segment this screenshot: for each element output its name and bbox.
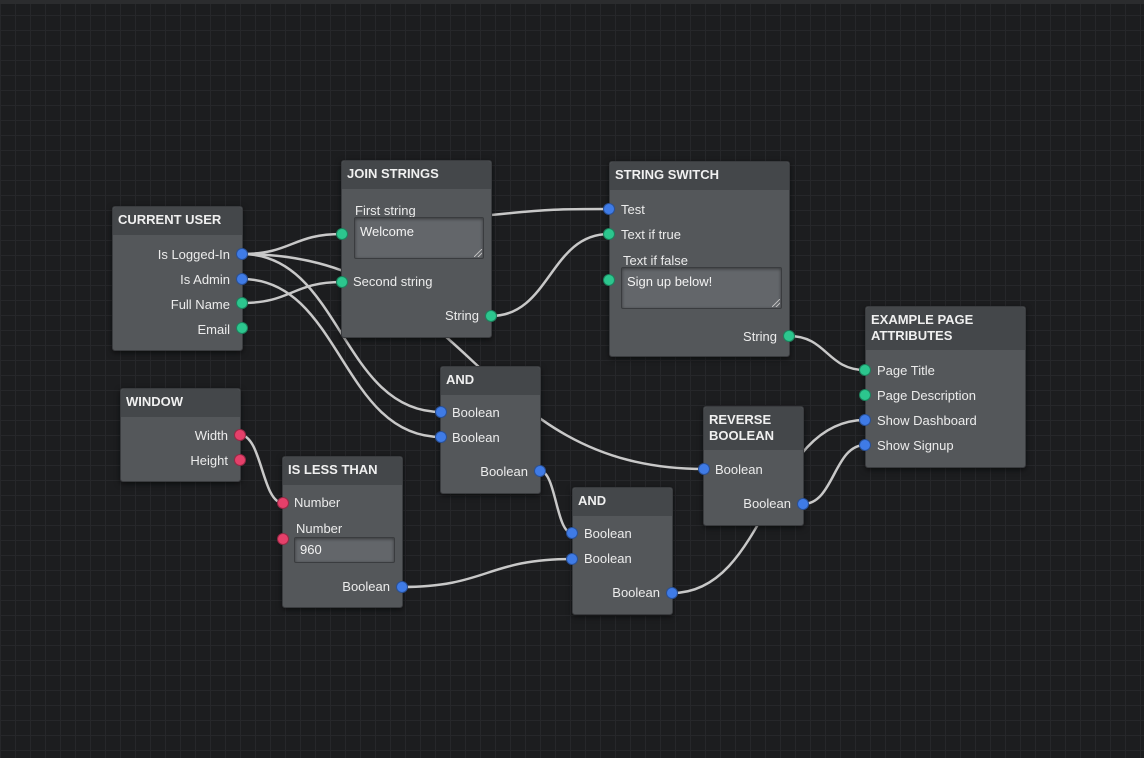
port-height[interactable] bbox=[234, 454, 246, 466]
input-label-show-dashboard: Show Dashboard bbox=[877, 413, 977, 428]
port-test[interactable] bbox=[603, 203, 615, 215]
wire-reverse-to-show-signup bbox=[801, 443, 867, 506]
wire-join-output-to-switch-true bbox=[489, 232, 611, 318]
node-title-line-2: ATTRIBUTES bbox=[871, 328, 953, 343]
output-label-email: Email bbox=[197, 322, 230, 337]
output-label-string: String bbox=[743, 329, 777, 344]
first-string-field[interactable]: Welcome bbox=[354, 217, 484, 259]
node-window[interactable]: WINDOW Width Height bbox=[120, 388, 241, 482]
input-label-test: Test bbox=[621, 202, 645, 217]
wire-less-than-to-and2 bbox=[400, 557, 574, 589]
node-and-2[interactable]: AND Boolean Boolean Boolean bbox=[572, 487, 673, 615]
output-label-width: Width bbox=[194, 428, 228, 443]
node-join-strings[interactable]: JOIN STRINGS First string Welcome Second… bbox=[341, 160, 492, 338]
text-if-false-field[interactable]: Sign up below! bbox=[621, 267, 782, 309]
node-title: STRING SWITCH bbox=[610, 162, 789, 190]
input-label-boolean: Boolean bbox=[715, 462, 763, 477]
output-label-full-name: Full Name bbox=[170, 297, 230, 312]
output-label-boolean: Boolean bbox=[743, 496, 791, 511]
input-label-text-if-true: Text if true bbox=[621, 227, 681, 242]
node-title: CURRENT USER bbox=[113, 207, 242, 235]
input-label-boolean-1: Boolean bbox=[452, 405, 500, 420]
port-first-string[interactable] bbox=[336, 228, 348, 240]
port-text-if-true[interactable] bbox=[603, 228, 615, 240]
node-example-page-attributes[interactable]: EXAMPLE PAGE ATTRIBUTES Page Title Page … bbox=[865, 306, 1026, 468]
port-second-string[interactable] bbox=[336, 276, 348, 288]
node-title: JOIN STRINGS bbox=[342, 161, 491, 189]
port-width[interactable] bbox=[234, 429, 246, 441]
port-show-signup[interactable] bbox=[859, 439, 871, 451]
port-page-description[interactable] bbox=[859, 389, 871, 401]
node-title: AND bbox=[441, 367, 540, 395]
node-title: EXAMPLE PAGE ATTRIBUTES bbox=[866, 307, 1025, 350]
input-label-boolean-2: Boolean bbox=[452, 430, 500, 445]
node-title-line-1: REVERSE bbox=[709, 412, 772, 427]
input-label-show-signup: Show Signup bbox=[877, 438, 954, 453]
wire-width-to-less-than bbox=[238, 433, 285, 505]
port-is-admin[interactable] bbox=[236, 273, 248, 285]
port-email[interactable] bbox=[236, 322, 248, 334]
input-label-number-1: Number bbox=[294, 495, 341, 510]
node-and-1[interactable]: AND Boolean Boolean Boolean bbox=[440, 366, 541, 494]
port-reverse-input[interactable] bbox=[698, 463, 710, 475]
port-switch-output[interactable] bbox=[783, 330, 795, 342]
input-label-boolean-2: Boolean bbox=[584, 551, 632, 566]
node-title: WINDOW bbox=[121, 389, 240, 417]
port-number-2[interactable] bbox=[277, 533, 289, 545]
output-label-boolean: Boolean bbox=[342, 579, 390, 594]
output-label-boolean: Boolean bbox=[612, 585, 660, 600]
input-label-second-string: Second string bbox=[353, 274, 433, 289]
port-join-output[interactable] bbox=[485, 310, 497, 322]
node-reverse-boolean[interactable]: REVERSE BOOLEAN Boolean Boolean bbox=[703, 406, 804, 526]
port-and1-input-2[interactable] bbox=[435, 431, 447, 443]
output-label-is-logged-in: Is Logged-In bbox=[157, 247, 230, 262]
wire-switch-to-page-title bbox=[787, 334, 867, 372]
port-less-than-output[interactable] bbox=[396, 581, 408, 593]
wire-join-to-switch-test bbox=[489, 207, 611, 217]
resize-grip-icon[interactable] bbox=[772, 299, 780, 307]
wire-logged-in-to-join-first bbox=[240, 232, 344, 256]
output-label-boolean: Boolean bbox=[480, 464, 528, 479]
port-number-1[interactable] bbox=[277, 497, 289, 509]
port-and2-input-1[interactable] bbox=[566, 527, 578, 539]
node-title: REVERSE BOOLEAN bbox=[704, 407, 803, 450]
number-field[interactable]: 960 bbox=[294, 537, 395, 563]
input-label-page-title: Page Title bbox=[877, 363, 935, 378]
output-label-height: Height bbox=[190, 453, 228, 468]
output-label-string: String bbox=[445, 308, 479, 323]
node-title-line-2: BOOLEAN bbox=[709, 428, 774, 443]
port-show-dashboard[interactable] bbox=[859, 414, 871, 426]
port-and1-input-1[interactable] bbox=[435, 406, 447, 418]
node-title-line-1: EXAMPLE PAGE bbox=[871, 312, 974, 327]
port-and2-input-2[interactable] bbox=[566, 553, 578, 565]
node-title: AND bbox=[573, 488, 672, 516]
node-is-less-than[interactable]: IS LESS THAN Number Number 960 Boolean bbox=[282, 456, 403, 608]
port-reverse-output[interactable] bbox=[797, 498, 809, 510]
port-and2-output[interactable] bbox=[666, 587, 678, 599]
wire-and1-to-and2 bbox=[538, 469, 574, 535]
node-title: IS LESS THAN bbox=[283, 457, 402, 485]
port-page-title[interactable] bbox=[859, 364, 871, 376]
port-full-name[interactable] bbox=[236, 297, 248, 309]
node-string-switch[interactable]: STRING SWITCH Test Text if true Text if … bbox=[609, 161, 790, 357]
input-label-page-description: Page Description bbox=[877, 388, 976, 403]
port-text-if-false[interactable] bbox=[603, 274, 615, 286]
wire-fullname-to-join-second bbox=[240, 280, 344, 305]
resize-grip-icon[interactable] bbox=[474, 249, 482, 257]
node-current-user[interactable]: CURRENT USER Is Logged-In Is Admin Full … bbox=[112, 206, 243, 351]
top-edge-bar bbox=[0, 0, 1144, 4]
port-and1-output[interactable] bbox=[534, 465, 546, 477]
input-label-first-string: First string bbox=[355, 203, 416, 218]
input-label-boolean-1: Boolean bbox=[584, 526, 632, 541]
port-is-logged-in[interactable] bbox=[236, 248, 248, 260]
input-label-number-2: Number bbox=[296, 521, 343, 536]
output-label-is-admin: Is Admin bbox=[180, 272, 230, 287]
